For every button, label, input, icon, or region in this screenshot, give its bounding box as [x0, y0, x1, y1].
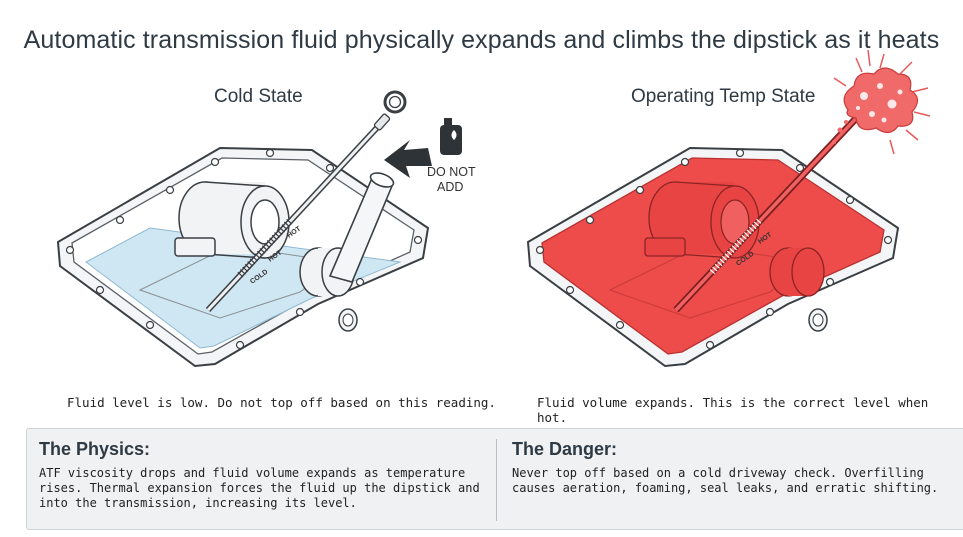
info-divider: [496, 439, 497, 521]
danger-body: Never top off based on a cold driveway c…: [512, 466, 939, 495]
danger-section: The Danger: Never top off based on a col…: [512, 439, 962, 496]
do-not-add-line2: ADD: [437, 180, 463, 194]
physics-section: The Physics: ATF viscosity drops and flu…: [39, 439, 489, 511]
info-box: The Physics: ATF viscosity drops and flu…: [26, 428, 963, 530]
page-title: Automatic transmission fluid physically …: [23, 26, 940, 54]
hot-transmission-pan: [526, 146, 900, 368]
hot-state-heading: Operating Temp State: [631, 86, 816, 107]
physics-body: ATF viscosity drops and fluid volume exp…: [39, 466, 480, 510]
foam-burst: [832, 49, 931, 155]
do-not-add-line1: DO NOT: [427, 165, 476, 179]
fluid-bottle-icon: [440, 118, 462, 155]
danger-heading: The Danger:: [512, 439, 618, 459]
do-not-add-warning: DO NOT ADD: [384, 118, 476, 194]
physics-heading: The Physics:: [39, 439, 151, 459]
hot-caption: Fluid volume expands. This is the correc…: [537, 395, 929, 425]
cold-transmission-pan: [56, 146, 430, 368]
cold-state-heading: Cold State: [214, 86, 303, 107]
diagram-illustration: HOT HOT COLD DO NOT ADD: [56, 49, 931, 368]
cold-caption: Fluid level is low. Do not top off based…: [67, 395, 496, 410]
